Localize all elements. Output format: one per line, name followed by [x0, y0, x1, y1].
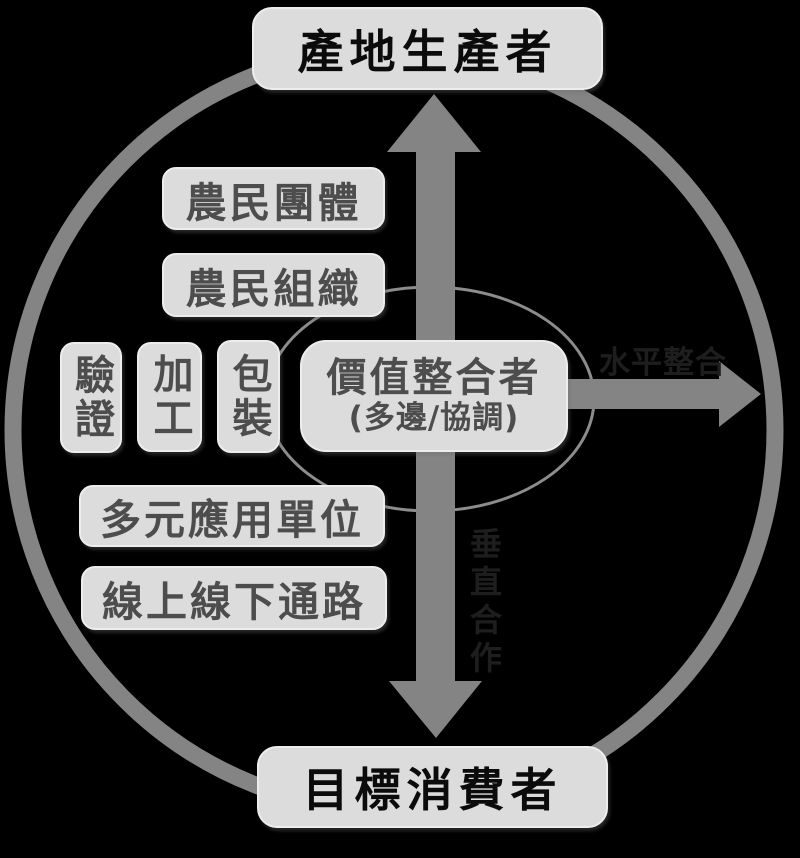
- node-online-offline-channels: 線上線下通路: [81, 566, 387, 630]
- node-farmer-organization: 農民組織: [162, 253, 385, 317]
- node-certification: 驗證: [60, 342, 122, 453]
- horizontal-axis-label: 水平整合: [599, 345, 727, 381]
- value-integrator-title: 價值整合者: [326, 355, 542, 402]
- node-value-integrator: 價值整合者 (多邊/協調): [300, 340, 568, 452]
- node-farmer-group: 農民團體: [162, 167, 385, 230]
- value-integrator-subtitle: (多邊/協調): [348, 400, 520, 437]
- node-target-consumer: 目標消費者: [257, 746, 608, 828]
- horizontal-arrow: [540, 361, 761, 427]
- node-processing: 加工: [137, 342, 202, 452]
- vertical-axis-label: 垂直合作: [465, 527, 503, 679]
- node-packaging: 包裝: [217, 340, 280, 453]
- node-multi-application-units: 多元應用單位: [79, 485, 385, 547]
- node-origin-producer: 產地生產者: [252, 7, 603, 90]
